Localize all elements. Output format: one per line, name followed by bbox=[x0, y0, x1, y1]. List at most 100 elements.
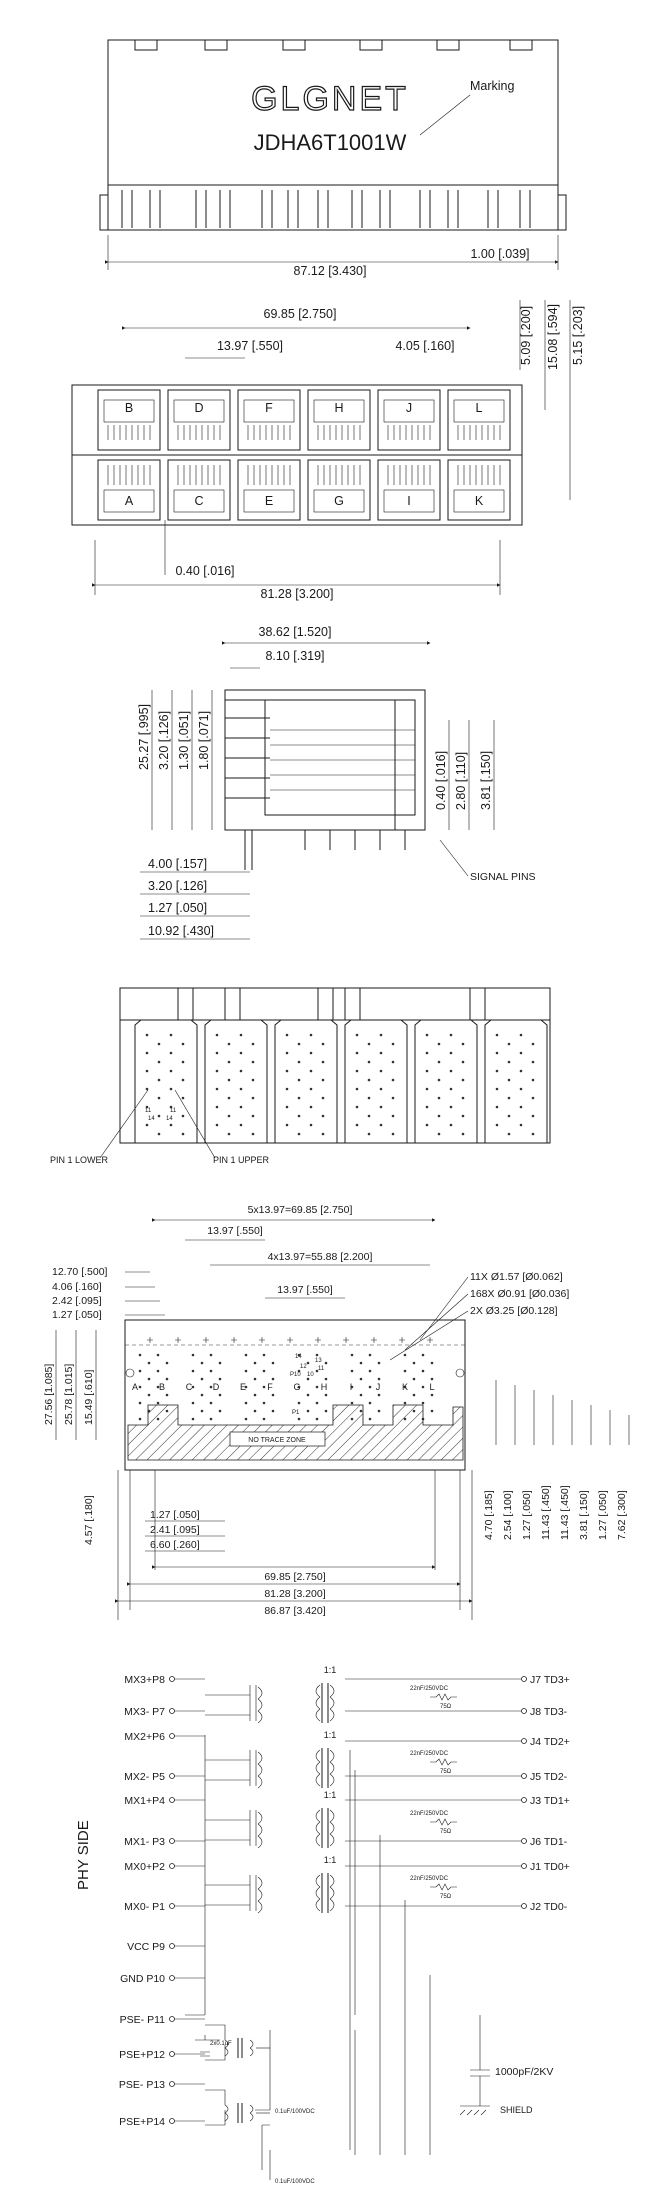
cap-label-0: 22nF/250VDC bbox=[410, 1686, 449, 1692]
pcb-vert-dim-2: 15.49 [.610] bbox=[83, 1369, 95, 1425]
cap-label-2: 22nF/250VDC bbox=[410, 1811, 449, 1817]
pcb-layout: 5x13.97=69.85 [2.750] 13.97 [.550] 4x13.… bbox=[43, 1204, 630, 1620]
pcb-vert-dim-0: 27.56 [1.085] bbox=[43, 1364, 55, 1425]
pcb-right-dim-2: 1.27 [.050] bbox=[521, 1490, 533, 1540]
dim-pcb-span: 5x13.97=69.85 [2.750] bbox=[248, 1204, 353, 1216]
lower-port-G bbox=[307, 459, 371, 521]
hole-callout-2: 2X Ø3.25 [Ø0.128] bbox=[470, 1305, 558, 1317]
res-label-0: 75Ω bbox=[440, 1704, 452, 1710]
lower-port-I bbox=[377, 459, 441, 521]
side-left-dim-1: 3.20 [.126] bbox=[157, 711, 171, 770]
brand-marking: GLGNET bbox=[251, 80, 409, 118]
upper-port-B bbox=[97, 389, 161, 451]
pcb-letter-D: D bbox=[213, 1382, 220, 1392]
dim-h3: 5.15 [.203] bbox=[571, 306, 585, 365]
pcb-letter-B: B bbox=[159, 1382, 165, 1392]
dim-pcb-pitch2: 13.97 [.550] bbox=[277, 1284, 333, 1296]
pin-14-lower: 14 bbox=[148, 1116, 155, 1122]
side-bottom-dim-0: 4.00 [.157] bbox=[148, 857, 207, 871]
dim-edge: 1.00 [.039] bbox=[470, 247, 529, 261]
port-letter-B: B bbox=[125, 401, 133, 415]
ratio-label-2: 1:1 bbox=[324, 1790, 337, 1800]
pse-cap-label-2: 0.1uF/100VDC bbox=[275, 2179, 315, 2185]
pcb-letter-E: E bbox=[240, 1382, 246, 1392]
upper-port-H bbox=[307, 389, 371, 451]
ratio-label-1: 1:1 bbox=[324, 1730, 337, 1740]
right-pin-3: J5 TD2- bbox=[530, 1771, 568, 1783]
front-latch-row bbox=[99, 190, 567, 231]
right-pin-6: J1 TD0+ bbox=[530, 1861, 570, 1873]
vcc-cap-label: 2x0.1uF bbox=[210, 2041, 232, 2047]
left-pin-1: MX3- P7 bbox=[124, 1706, 165, 1718]
dim-overall-width: 87.12 [3.430] bbox=[294, 264, 367, 278]
side-left-dim-0: 25.27 [.995] bbox=[137, 704, 151, 770]
side-right-dims: 0.40 [.016]2.80 [.110]3.81 [.150] bbox=[434, 720, 495, 830]
upper-port-D bbox=[167, 389, 231, 451]
dim-4-57: 4.57 [.180] bbox=[83, 1495, 95, 1545]
pcb-right-dim-6: 1.27 [.050] bbox=[597, 1490, 609, 1540]
pcb-letter-G: G bbox=[293, 1382, 300, 1392]
res-label-3: 75Ω bbox=[440, 1894, 452, 1900]
upper-port-F bbox=[237, 389, 301, 451]
lower-port-C bbox=[167, 459, 231, 521]
pcb-pin-label-0: 14 bbox=[295, 1354, 302, 1360]
lower-port-E bbox=[237, 459, 301, 521]
right-pin-1: J8 TD3- bbox=[530, 1706, 568, 1718]
pcb-left-dim-3: 1.27 [.050] bbox=[52, 1309, 102, 1321]
signal-pins-label: SIGNAL PINS bbox=[470, 871, 536, 883]
shield-label: SHIELD bbox=[500, 2105, 533, 2115]
left-pin-5: MX1- P3 bbox=[124, 1836, 165, 1848]
left-pin-12: PSE- P13 bbox=[119, 2079, 165, 2091]
left-pin-13: PSE+P14 bbox=[119, 2116, 165, 2128]
pcb-right-dim-3: 11.43 [.450] bbox=[540, 1485, 552, 1540]
upper-port-L bbox=[447, 389, 511, 451]
upper-port-J bbox=[377, 389, 441, 451]
pcb-bot-small-2: 6.60 [.260] bbox=[150, 1539, 200, 1551]
side-left-dims: 25.27 [.995]3.20 [.126]1.30 [.051]1.80 [… bbox=[137, 690, 213, 830]
pcb-pin-label-1: 13 bbox=[315, 1358, 322, 1364]
left-pin-0: MX3+P8 bbox=[124, 1674, 165, 1686]
pcb-left-dim-0: 12.70 [.500] bbox=[52, 1266, 108, 1278]
pse-transformers bbox=[205, 2024, 270, 2126]
phy-side-label: PHY SIDE bbox=[75, 1820, 92, 1890]
dim-port-span: 69.85 [2.750] bbox=[264, 307, 337, 321]
pcb-vert-dim-1: 25.78 [1.015] bbox=[63, 1364, 75, 1425]
pcb-right-dim-4: 11.43 [.450] bbox=[559, 1485, 571, 1540]
pcb-letter-J: J bbox=[376, 1382, 381, 1392]
pcb-left-dim-1: 4.06 [.160] bbox=[52, 1281, 102, 1293]
pcb-right-dim-0: 4.70 [.185] bbox=[483, 1490, 495, 1540]
dim-h1: 5.09 [.200] bbox=[519, 306, 533, 365]
right-pin-7: J2 TD0- bbox=[530, 1901, 568, 1913]
res-label-2: 75Ω bbox=[440, 1829, 452, 1835]
top-view: 69.85 [2.750] 13.97 [.550] 4.05 [.160] 5… bbox=[71, 300, 585, 601]
pcb-letter-H: H bbox=[321, 1382, 328, 1392]
right-pin-labels: J7 TD3+J8 TD3-J4 TD2+J5 TD2-J3 TD1+J6 TD… bbox=[345, 1674, 570, 1913]
dim-port-pitch: 13.97 [.550] bbox=[217, 339, 283, 353]
pin-11-lower: 11 bbox=[145, 1108, 152, 1114]
dim-4-05: 4.05 [.160] bbox=[395, 339, 454, 353]
pcb-left-dim-2: 2.42 [.095] bbox=[52, 1295, 102, 1307]
port-letter-I: I bbox=[407, 494, 410, 508]
part-number: JDHA6T1001W bbox=[254, 130, 407, 155]
pcb-bot-small-0: 1.27 [.050] bbox=[150, 1509, 200, 1521]
port-letter-K: K bbox=[475, 494, 484, 508]
pcb-letter-C: C bbox=[186, 1382, 193, 1392]
pcb-bot-big-2: 86.87 [3.420] bbox=[264, 1605, 325, 1617]
port-letter-J: J bbox=[406, 401, 412, 415]
side-right-dim-0: 0.40 [.016] bbox=[434, 751, 448, 810]
pcb-bot-big-0: 69.85 [2.750] bbox=[264, 1571, 325, 1583]
dim-top-offset: 8.10 [.319] bbox=[265, 649, 324, 663]
left-pin-2: MX2+P6 bbox=[124, 1731, 165, 1743]
port-letter-C: C bbox=[194, 494, 203, 508]
left-pin-10: PSE- P11 bbox=[120, 2014, 165, 2026]
right-pin-0: J7 TD3+ bbox=[530, 1674, 570, 1686]
left-pin-7: MX0- P1 bbox=[124, 1901, 165, 1913]
pcb-right-dim-5: 3.81 [.150] bbox=[578, 1490, 590, 1540]
front-top-tabs bbox=[134, 39, 533, 51]
pcb-letter-L: L bbox=[429, 1382, 434, 1392]
left-pin-9: GND P10 bbox=[120, 1973, 165, 1985]
